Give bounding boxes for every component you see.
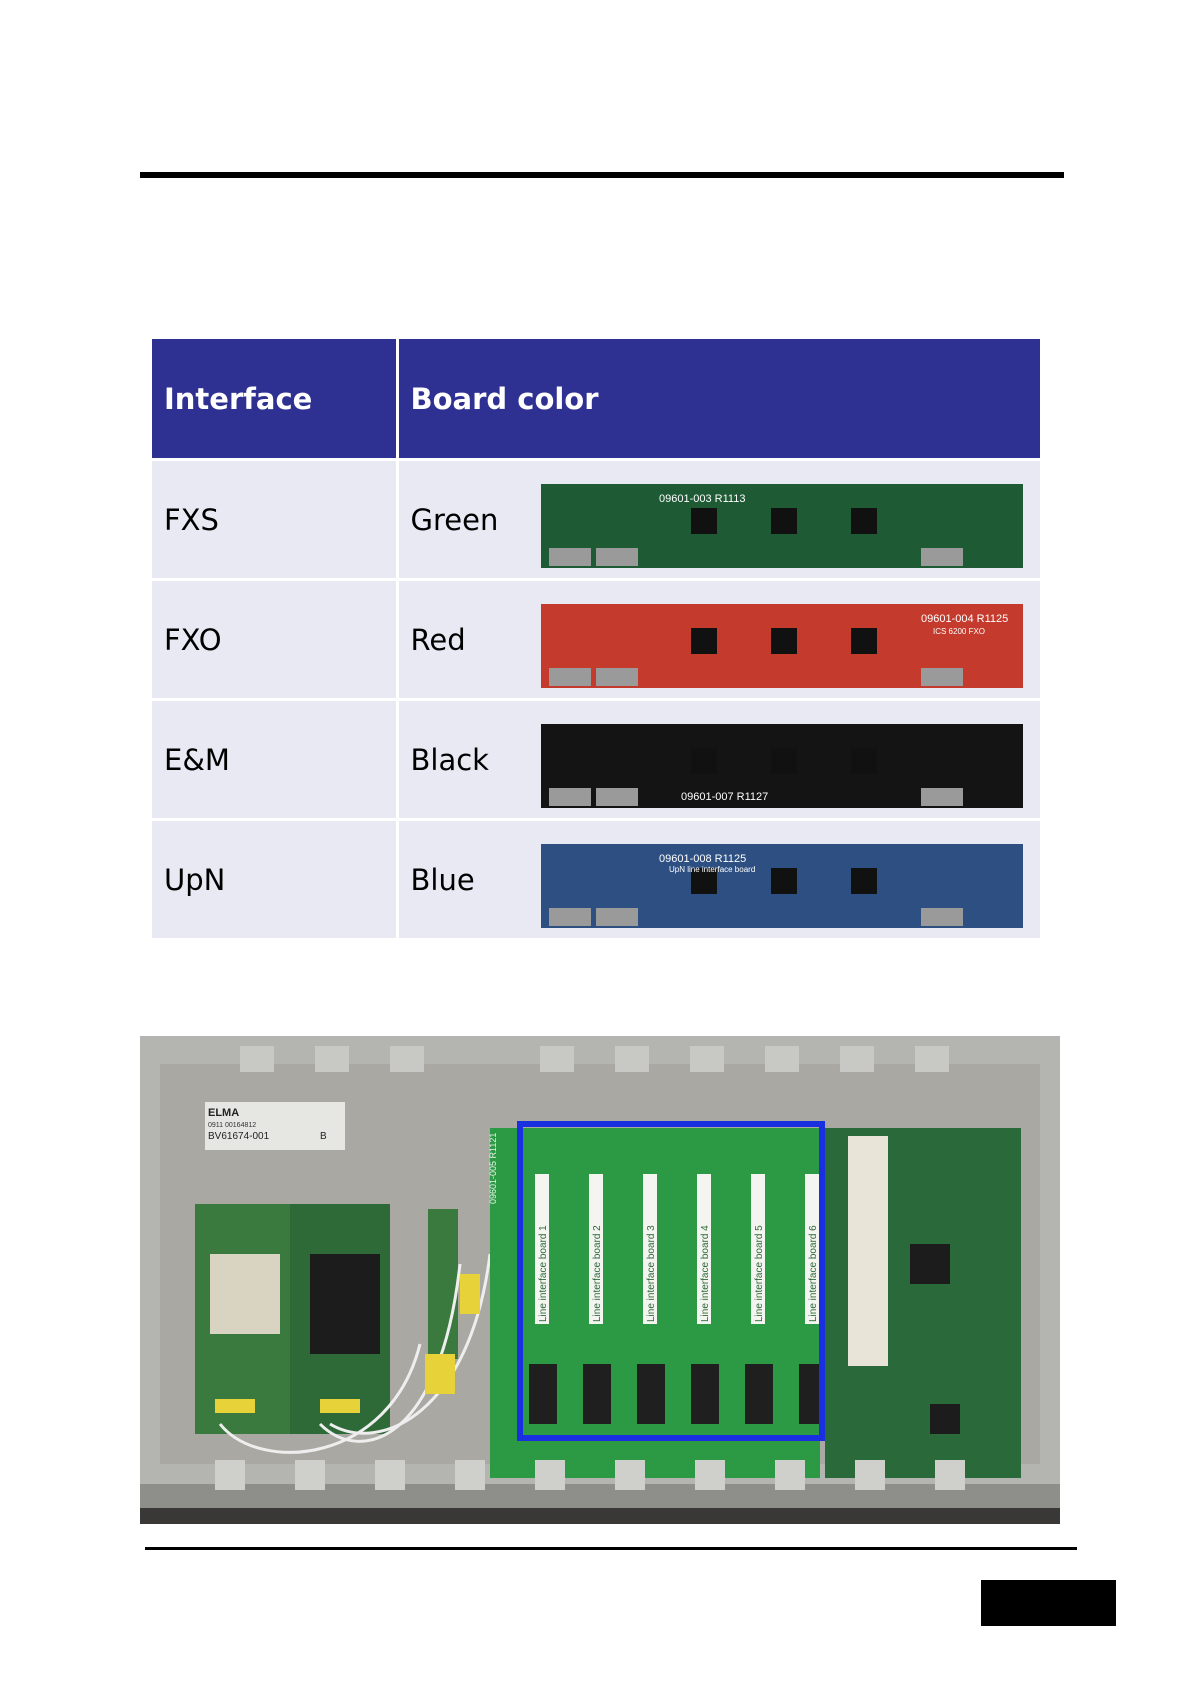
table-row: E&M Black 09601-007 R1127 [152, 698, 1040, 820]
din-connector [848, 1136, 888, 1366]
board-part-label: 09601-008 R1125 [659, 853, 746, 865]
slot-label: Line interface board 5 [754, 1225, 765, 1322]
footer-rule [145, 1547, 1077, 1550]
board-color-label: Green [410, 502, 499, 537]
chip [770, 748, 797, 774]
slot-highlight-box [517, 1121, 825, 1441]
slot-label-strip [805, 1174, 819, 1324]
chip [690, 508, 717, 534]
psu-label-rev: B [320, 1131, 327, 1142]
psu-label-brand: ELMA [208, 1107, 239, 1119]
chip [850, 868, 877, 894]
board-color-label: Red [410, 622, 466, 657]
edge-connector [920, 548, 963, 566]
slot-connector [583, 1364, 611, 1424]
front-clips [215, 1460, 965, 1490]
header-interface: Interface [152, 339, 399, 460]
chip [850, 508, 877, 534]
psu-label-line1: 0911 00164812 [208, 1122, 256, 1129]
chip [850, 628, 877, 654]
rear-tabs [240, 1046, 949, 1072]
board-photo: 09601-003 R1113 [540, 484, 1023, 568]
slot-label-strip [589, 1174, 603, 1324]
board-color-cell: Green 09601-003 R1113 [397, 458, 1040, 580]
small-board [428, 1209, 458, 1359]
interface-cell: E&M [152, 698, 399, 820]
edge-connector [920, 908, 963, 926]
interface-cell: UpN [152, 818, 399, 938]
edge-connector [548, 788, 591, 806]
edge-connector [920, 788, 963, 806]
slot-label: Line interface board 2 [592, 1225, 603, 1322]
slot-connector [691, 1364, 719, 1424]
slot-label-strip [697, 1174, 711, 1324]
edge-connector [548, 668, 591, 686]
slot-label: Line interface board 3 [646, 1225, 657, 1322]
edge-connector [595, 908, 638, 926]
front-lip [140, 1484, 1060, 1508]
board-part-label: 09601-003 R1113 [659, 493, 745, 505]
slot-label: Line interface board 1 [538, 1225, 549, 1322]
chip [690, 868, 717, 894]
processor-chip [910, 1244, 950, 1284]
edge-connector [595, 668, 638, 686]
psu-label-part: BV61674-001 [208, 1131, 270, 1142]
slot-label: Line interface board 6 [808, 1225, 819, 1322]
chip [770, 868, 797, 894]
chip [690, 628, 717, 654]
slot-connector [529, 1364, 557, 1424]
board-color-label: Blue [410, 862, 475, 897]
psu-label [205, 1102, 345, 1150]
board-part-sublabel: ICS 6200 FXO [933, 627, 985, 636]
table-row: FXS Green 09601-003 R1113 [152, 458, 1040, 580]
slot-label-strip [535, 1174, 549, 1324]
slot-label-strip [643, 1174, 657, 1324]
header-rule [140, 172, 1064, 178]
chip [690, 748, 717, 774]
board-part-sublabel: UpN line interface board [669, 865, 755, 874]
slot-connector [745, 1364, 773, 1424]
header-board-color: Board color [397, 339, 1040, 460]
slot-label: Line interface board 4 [700, 1225, 711, 1322]
page-number-tab [981, 1580, 1116, 1626]
edge-connector [548, 548, 591, 566]
chip [770, 628, 797, 654]
chip [770, 508, 797, 534]
edge-connector [920, 668, 963, 686]
board-photo: 09601-007 R1127 [540, 724, 1023, 808]
edge-connector [595, 788, 638, 806]
slot-label-strip [751, 1174, 765, 1324]
slot-connector [637, 1364, 665, 1424]
interface-color-table: Interface Board color FXS Green 09601-003 … [152, 339, 1040, 938]
table-header-row: Interface Board color [152, 339, 1040, 460]
board-part-label: 09601-004 R1125 [921, 613, 1008, 625]
board-color-cell: Black 09601-007 R1127 [397, 698, 1040, 820]
backplane-label: 09601-005 R1121 [488, 1133, 498, 1204]
edge-connector [548, 908, 591, 926]
board-slots: Line interface board 1 Line interface boa… [529, 1174, 827, 1424]
board-part-label: 09601-007 R1127 [681, 791, 768, 803]
edge-connector [595, 548, 638, 566]
interface-cell: FXO [152, 578, 399, 700]
chip [850, 748, 877, 774]
chip [930, 1404, 960, 1434]
front-panel-edge [140, 1508, 1060, 1524]
board-color-label: Black [410, 742, 489, 777]
interface-cell: FXS [152, 458, 399, 580]
chassis-photo: ELMA 0911 00164812 BV61674-001 B 09601-0… [140, 1036, 1060, 1524]
connectors [215, 1274, 480, 1413]
heatsink [310, 1254, 380, 1354]
transformer [210, 1254, 280, 1334]
